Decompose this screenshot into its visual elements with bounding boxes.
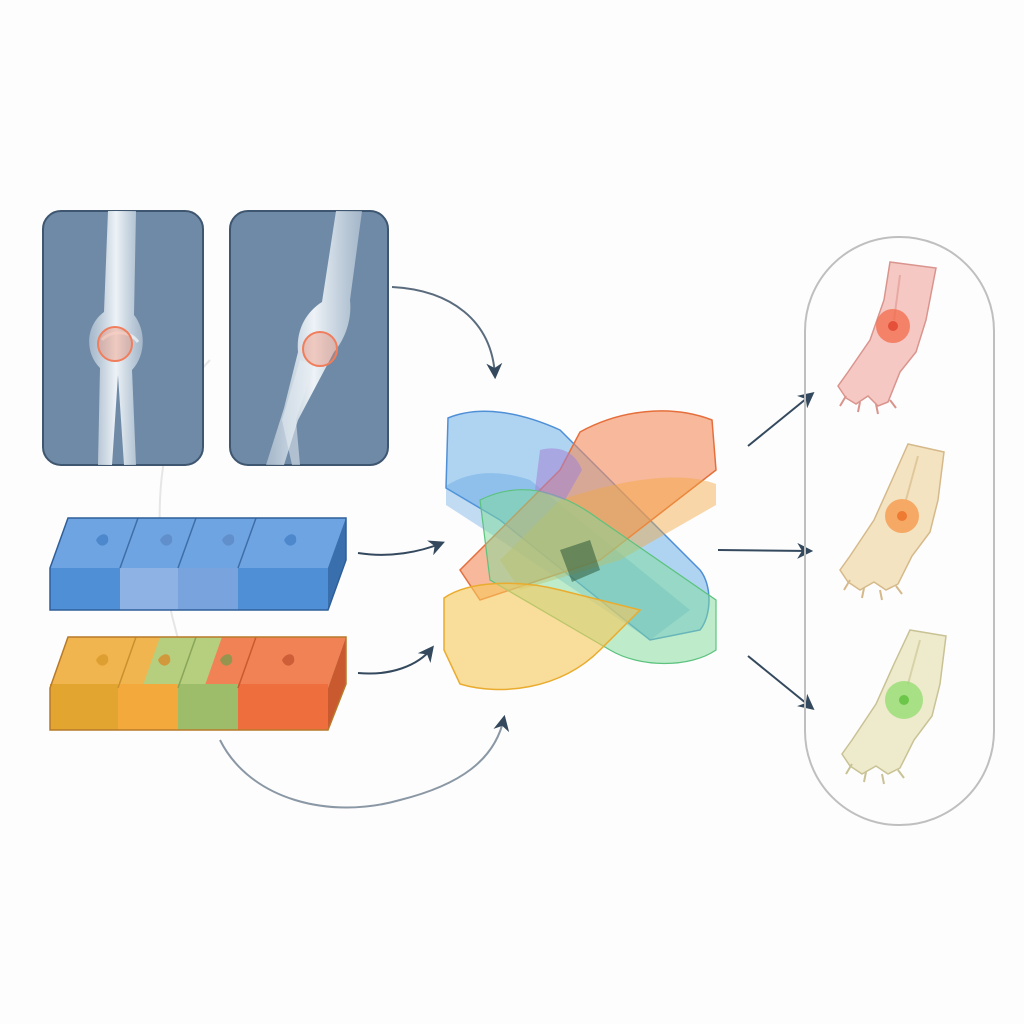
foot-bone-green-marker-icon	[841, 629, 947, 785]
arrow-to-output-red	[747, 391, 815, 447]
arrow-blue-to-fusion	[357, 540, 445, 556]
arrow-xray-to-fusion	[391, 286, 503, 380]
feature-block-warm-icon	[49, 636, 347, 731]
output-capsule	[804, 236, 995, 826]
arrow-to-output-orange	[717, 542, 814, 559]
foot-bone-red-marker-icon	[837, 261, 937, 415]
arrow-loop-to-fusion	[219, 714, 510, 809]
arrow-warm-to-fusion	[357, 645, 434, 675]
feature-block-blue-icon	[49, 517, 347, 611]
xray-elbow-side-icon	[229, 210, 389, 466]
foot-bone-orange-marker-icon	[839, 443, 945, 601]
arrow-to-output-green	[747, 655, 815, 711]
xray-elbow-front-icon	[42, 210, 204, 466]
fusion-layers-icon	[443, 410, 717, 691]
